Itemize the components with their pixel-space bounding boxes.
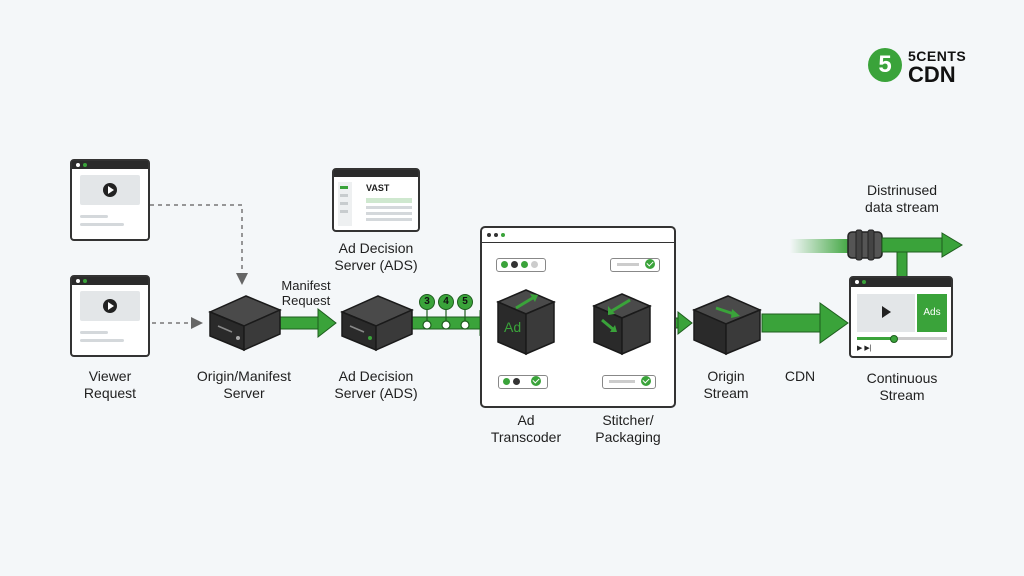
arrow-origin-to-ads	[279, 307, 337, 339]
play-icon	[882, 306, 891, 318]
vast-panel: VAST	[332, 168, 420, 232]
logo-circle: 5	[868, 48, 902, 82]
status-pill-top-right	[610, 258, 660, 272]
progress-track	[857, 335, 947, 343]
player-window: Ads ▶ ▶|	[849, 276, 953, 358]
player-controls: ▶ ▶|	[857, 345, 872, 352]
origin-stream-cube	[692, 295, 762, 356]
dashed-connector-top	[150, 204, 248, 285]
logo-line2: CDN	[908, 62, 956, 87]
viewer-browser-top	[70, 159, 150, 241]
logo: 5 5CENTS CDN	[868, 46, 980, 87]
stitcher-cube	[592, 293, 652, 356]
step-badge-3: 3	[419, 294, 435, 310]
logo-line1: 5CENTS	[908, 48, 967, 64]
play-icon	[103, 299, 117, 313]
step-badge-5: 5	[457, 294, 473, 310]
ads-server-icon	[340, 295, 414, 352]
label-stitcher: Stitcher/Packaging	[595, 412, 661, 445]
check-icon	[641, 376, 651, 386]
play-icon	[103, 183, 117, 197]
status-pill-bottom-left	[498, 375, 548, 389]
vast-title: VAST	[366, 183, 390, 193]
ads-panel: Ads	[917, 294, 947, 332]
arrow-cdn	[761, 302, 849, 344]
viewer-browser-bottom	[70, 275, 150, 357]
distributed-stream-pipe	[790, 229, 963, 279]
check-icon	[531, 376, 541, 386]
label-cdn: CDN	[784, 368, 816, 384]
ad-transcoder-cube: Ad	[496, 289, 556, 356]
status-pill-bottom-right	[602, 375, 656, 389]
step-badge-4: 4	[438, 294, 454, 310]
video-area	[857, 294, 915, 332]
check-icon	[645, 259, 655, 269]
origin-server-icon	[208, 295, 282, 352]
ad-cube-label: Ad	[504, 319, 521, 335]
status-pill-top-left	[496, 258, 546, 272]
